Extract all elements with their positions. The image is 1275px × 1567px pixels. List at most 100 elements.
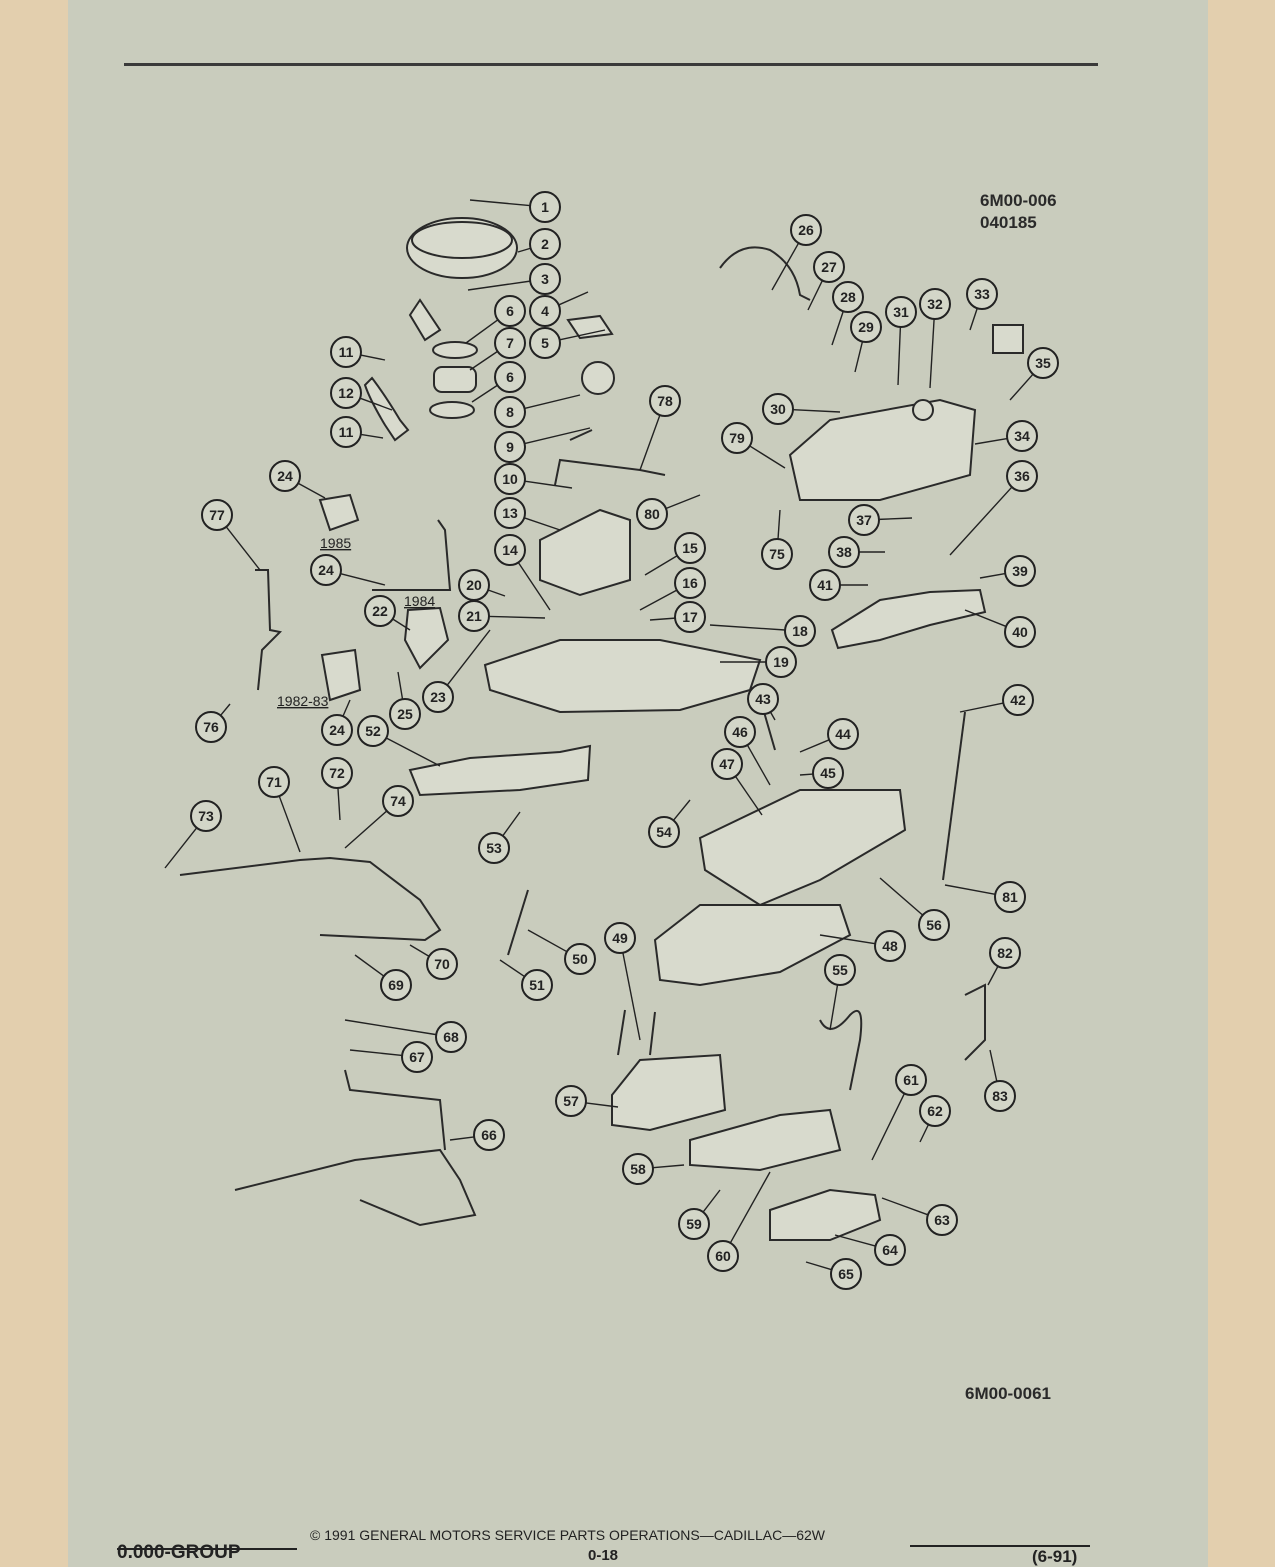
callout-61: 61 — [871, 1064, 927, 1161]
callout-number: 38 — [836, 544, 852, 560]
callout-number: 58 — [630, 1161, 646, 1177]
callout-bubble — [529, 263, 561, 295]
head-gasket — [653, 904, 852, 987]
callout-bubble — [827, 718, 859, 750]
callout-80: 80 — [636, 494, 701, 530]
leader-line — [665, 494, 701, 510]
callout-number: 66 — [481, 1127, 497, 1143]
leader-line — [649, 617, 676, 621]
callout-bubble — [529, 327, 561, 359]
callout-number: 26 — [798, 222, 814, 238]
oil-fill-cap — [912, 399, 934, 421]
callout-44: 44 — [799, 718, 859, 753]
callout-number: 43 — [755, 691, 771, 707]
callout-bubble — [919, 288, 951, 320]
callout-bubble — [269, 460, 301, 492]
callout-65: 65 — [805, 1258, 862, 1290]
callout-number: 61 — [903, 1072, 919, 1088]
callout-66: 66 — [449, 1119, 505, 1151]
callout-77: 77 — [201, 499, 261, 571]
callout-bubble — [762, 393, 794, 425]
callout-23: 23 — [422, 629, 491, 713]
year-label-1984: 1984 — [404, 593, 435, 609]
callout-number: 34 — [1014, 428, 1030, 444]
callout-number: 81 — [1002, 889, 1018, 905]
callout-bubble — [357, 715, 389, 747]
callout-bubble — [529, 295, 561, 327]
callout-bubble — [1002, 684, 1034, 716]
callout-bubble — [521, 969, 553, 1001]
callout-number: 17 — [682, 609, 698, 625]
callout-number: 65 — [838, 1266, 854, 1282]
leader-line — [488, 615, 546, 619]
callout-bubble — [790, 214, 822, 246]
leader-line — [749, 445, 786, 469]
leader-line — [771, 242, 800, 291]
decal-33 — [992, 324, 1024, 354]
cylinder-head — [698, 789, 907, 907]
callout-bubble — [422, 681, 454, 713]
vacuum-tube-80 — [554, 458, 666, 486]
leader-line — [879, 877, 924, 916]
bracket-5 — [566, 314, 614, 340]
callout-81: 81 — [944, 881, 1026, 913]
callout-76: 76 — [195, 703, 231, 743]
callout-31: 31 — [885, 296, 917, 386]
callout-bubble — [258, 766, 290, 798]
callout-15: 15 — [644, 532, 706, 576]
callout-bubble — [678, 1208, 710, 1240]
callout-bubble — [473, 1119, 505, 1151]
callout-53: 53 — [478, 811, 521, 864]
leader-line — [799, 773, 814, 776]
fuel-line-72 — [179, 856, 442, 942]
leader-line — [929, 318, 935, 389]
callout-62: 62 — [919, 1095, 951, 1143]
callout-number: 19 — [773, 654, 789, 670]
callout-bubble — [382, 785, 414, 817]
callout-bubble — [1006, 460, 1038, 492]
air-cleaner-snorkel — [408, 298, 442, 342]
leader-line — [639, 414, 661, 471]
callout-number: 4 — [541, 303, 549, 319]
leader-line — [385, 737, 441, 767]
callout-bubble — [832, 281, 864, 313]
callout-52: 52 — [357, 715, 441, 767]
callout-bubble — [529, 228, 561, 260]
leader-line — [359, 397, 393, 411]
callout-number: 49 — [612, 930, 628, 946]
callout-26: 26 — [771, 214, 822, 291]
callout-40: 40 — [964, 609, 1036, 648]
vent-hose-26 — [719, 246, 811, 301]
callout-11: 11 — [330, 416, 384, 448]
callout-bubble — [707, 1240, 739, 1272]
leader-line — [344, 810, 388, 849]
valves-51 — [617, 1009, 656, 1056]
callout-number: 25 — [397, 706, 413, 722]
leader-line — [834, 1234, 876, 1247]
callout-14: 14 — [494, 534, 551, 611]
year-label-1982-83: 1982-83 — [277, 693, 329, 709]
callout-number: 15 — [682, 540, 698, 556]
callout-number: 73 — [198, 808, 214, 824]
leader-line — [469, 199, 531, 207]
leader-line — [523, 517, 561, 531]
callout-75: 75 — [761, 509, 793, 570]
figure-code-line-1: 6M00-006 — [980, 191, 1057, 210]
callout-78: 78 — [639, 385, 681, 471]
figure-code-top: 6M00-006 040185 — [980, 190, 1057, 234]
callout-bubble — [555, 1085, 587, 1117]
callout-number: 36 — [1014, 468, 1030, 484]
callout-number: 13 — [502, 505, 518, 521]
callout-bubble — [674, 532, 706, 564]
callout-9: 9 — [494, 427, 591, 463]
callout-51: 51 — [499, 959, 553, 1001]
leader-line — [871, 1093, 906, 1161]
callout-bubble — [604, 922, 636, 954]
callout-bubble — [195, 711, 227, 743]
callout-number: 74 — [390, 793, 406, 809]
callout-48: 48 — [819, 930, 906, 962]
callout-bubble — [674, 601, 706, 633]
callout-50: 50 — [527, 929, 596, 975]
callout-number: 29 — [858, 319, 874, 335]
